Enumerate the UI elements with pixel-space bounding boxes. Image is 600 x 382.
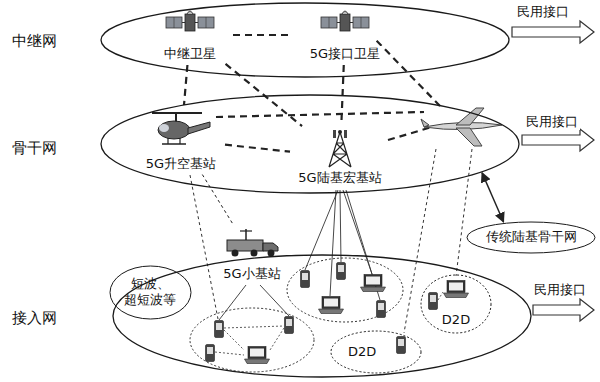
relay-link bbox=[184, 65, 187, 105]
node-label: 5G升空基站 bbox=[144, 156, 218, 172]
layer-outline bbox=[100, 2, 510, 78]
laptop-icon bbox=[361, 275, 386, 292]
device-group-outline bbox=[190, 308, 314, 372]
layer-ellipse bbox=[101, 95, 519, 193]
relay-satellite-icon bbox=[166, 11, 214, 31]
backbone-network-layer: 骨干网5G升空基站5G陆基宏基站 bbox=[100, 94, 520, 194]
node-label: 短波、超短波等 bbox=[122, 276, 178, 308]
mesh-link bbox=[224, 330, 244, 350]
thin-link bbox=[305, 190, 338, 270]
node-label: 5G接口卫星 bbox=[308, 46, 382, 62]
dashed-link bbox=[216, 112, 424, 117]
thin-link bbox=[456, 149, 472, 276]
mesh-link bbox=[270, 328, 284, 350]
relay-network-layer: 中继网中继卫星5G接口卫星 bbox=[100, 2, 510, 78]
interface-block-arrow bbox=[522, 129, 594, 151]
airborne-base-station: 5G升空基站 bbox=[140, 108, 222, 172]
layer-ellipse bbox=[113, 255, 531, 377]
mesh-link bbox=[224, 326, 284, 328]
laptop-icon bbox=[245, 347, 270, 364]
group-ellipse bbox=[421, 275, 491, 333]
device-group-outline bbox=[287, 258, 403, 322]
group-ellipse bbox=[331, 331, 421, 373]
drone-icon bbox=[421, 108, 502, 146]
vehicle-station-icon bbox=[227, 229, 278, 257]
phone-icon bbox=[397, 337, 406, 354]
label-anchor: 民用接口 bbox=[532, 282, 588, 298]
access-network-layer: 接入网5G小基站短波、超短波等D2DD2D bbox=[112, 254, 532, 378]
device-mesh bbox=[215, 292, 443, 355]
drone-links bbox=[216, 38, 440, 140]
d2d-group: D2D bbox=[330, 330, 422, 374]
node-label: D2D bbox=[346, 344, 378, 360]
layer-ellipse bbox=[101, 3, 509, 77]
small-base-station: 5G小基站 bbox=[212, 228, 292, 282]
legacy-backbone-ellipse: 传统陆基骨干网 bbox=[466, 221, 596, 254]
phone-icon bbox=[206, 345, 215, 362]
interface-satellite-icon bbox=[321, 11, 369, 31]
dashed-link bbox=[388, 127, 432, 140]
thin-link bbox=[330, 190, 336, 296]
group-ellipse bbox=[467, 222, 595, 253]
interface-block-arrow bbox=[512, 21, 594, 43]
layer-name: 中继网 bbox=[12, 32, 57, 50]
macro-base-station: 5G陆基宏基站 bbox=[293, 128, 387, 186]
phone-icon bbox=[337, 263, 346, 280]
node-label: D2D bbox=[440, 312, 472, 328]
layer-name: 接入网 bbox=[12, 309, 57, 327]
phone-icon bbox=[377, 301, 386, 318]
node-label: 传统陆基骨干网 bbox=[484, 229, 579, 245]
phone-icon bbox=[301, 271, 310, 288]
node-label: 5G陆基宏基站 bbox=[296, 170, 383, 186]
label-anchor: 民用接口 bbox=[515, 4, 571, 20]
backbone-link bbox=[225, 145, 290, 152]
tower-icon bbox=[329, 130, 351, 167]
node-label: 5G小基站 bbox=[221, 266, 282, 282]
access-link bbox=[202, 175, 233, 226]
thin-link bbox=[190, 175, 218, 319]
node-label: 中继卫星 bbox=[162, 46, 218, 62]
radio-band-ellipse: 短波、超短波等 bbox=[109, 265, 192, 320]
interface-block-arrow bbox=[533, 299, 594, 321]
interface-label: 民用接口 bbox=[515, 4, 571, 20]
relay-link bbox=[233, 34, 292, 36]
relay-satellite-node: 中继卫星 bbox=[150, 8, 230, 62]
phone-icon bbox=[215, 321, 224, 338]
thin-link bbox=[260, 285, 289, 316]
mesh-link bbox=[215, 352, 244, 355]
phone-icon bbox=[429, 293, 438, 310]
label-anchor: 民用接口 bbox=[524, 114, 580, 130]
thin-link bbox=[219, 285, 246, 320]
helicopter-icon bbox=[152, 113, 210, 144]
thin-link bbox=[340, 190, 341, 262]
layer-name: 骨干网 bbox=[12, 139, 57, 157]
group-ellipse bbox=[110, 266, 191, 319]
interface-label: 民用接口 bbox=[524, 114, 580, 130]
laptop-icon bbox=[444, 281, 469, 298]
double-arrow bbox=[482, 173, 504, 222]
interface-satellite-node: 5G接口卫星 bbox=[295, 8, 395, 62]
device-links bbox=[190, 149, 472, 333]
laptop-icon bbox=[319, 297, 344, 314]
mesh-link bbox=[438, 292, 443, 300]
d2d-group: D2D bbox=[420, 274, 492, 334]
phone-icon bbox=[285, 317, 294, 334]
interface-label: 民用接口 bbox=[532, 282, 588, 298]
